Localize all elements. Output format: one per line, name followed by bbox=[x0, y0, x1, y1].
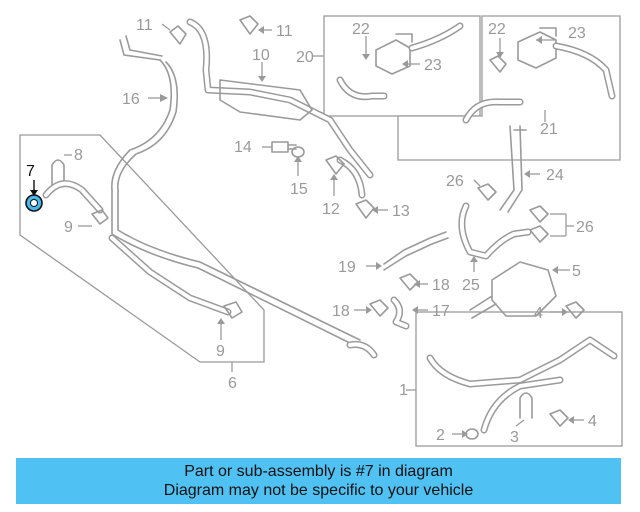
clip-part-12 bbox=[325, 155, 345, 175]
clip-part-18a bbox=[399, 273, 419, 291]
callout-11-left: 11 bbox=[136, 17, 153, 34]
callout-11-right: 11 bbox=[276, 23, 293, 40]
clip-part-4b bbox=[549, 409, 569, 427]
callout-25: 25 bbox=[462, 277, 480, 294]
clip-part-18b bbox=[369, 299, 389, 317]
callout-17: 17 bbox=[432, 303, 450, 320]
callout-23-right: 23 bbox=[568, 25, 586, 42]
callout-9-lower: 9 bbox=[216, 343, 225, 360]
leader-7 bbox=[30, 180, 38, 196]
callout-23-left: 23 bbox=[424, 57, 442, 74]
callout-3: 3 bbox=[510, 429, 519, 446]
clip-part-3 bbox=[519, 392, 533, 419]
callout-12: 12 bbox=[322, 201, 340, 218]
valve-part-20 bbox=[375, 33, 413, 75]
valve-part-21 bbox=[517, 27, 557, 69]
clip-part-11b bbox=[239, 15, 259, 35]
callout-18-lower: 18 bbox=[332, 303, 350, 320]
clip-part-8 bbox=[51, 159, 65, 186]
callout-19: 19 bbox=[338, 259, 356, 276]
callout-14: 14 bbox=[234, 139, 252, 156]
callout-20: 20 bbox=[296, 49, 314, 66]
clip-part-22b bbox=[489, 55, 507, 73]
callout-7: 7 bbox=[26, 163, 35, 180]
banner-line-2: Diagram may not be specific to your vehi… bbox=[163, 482, 474, 499]
callout-13: 13 bbox=[392, 203, 410, 220]
callout-4-upper: 4 bbox=[534, 305, 543, 322]
callout-5: 5 bbox=[572, 263, 581, 280]
clamp-part-9a bbox=[91, 209, 109, 225]
pipe-part-16 bbox=[111, 59, 179, 191]
pump-part-5 bbox=[469, 261, 557, 319]
o-ring-part-7[interactable] bbox=[25, 194, 43, 212]
callout-4-lower: 4 bbox=[588, 413, 597, 430]
clip-part-4a bbox=[565, 301, 585, 319]
callout-9-upper: 9 bbox=[64, 219, 73, 236]
callout-16: 16 bbox=[122, 91, 140, 108]
callout-10: 10 bbox=[252, 47, 270, 64]
callout-6: 6 bbox=[228, 375, 237, 392]
clip-part-26b bbox=[529, 205, 549, 243]
callout-8: 8 bbox=[74, 147, 83, 164]
callout-2: 2 bbox=[436, 427, 445, 444]
pipe-part-11-left bbox=[119, 35, 163, 61]
ring-part-15 bbox=[291, 146, 305, 158]
banner-line-1: Part or sub-assembly is #7 in diagram bbox=[184, 463, 453, 480]
callout-26-left: 26 bbox=[446, 173, 464, 190]
pipe-part-10-body bbox=[219, 79, 313, 121]
callout-22-right: 22 bbox=[488, 21, 506, 38]
pipe-part-24 bbox=[499, 125, 527, 213]
pipe-part-19 bbox=[383, 231, 449, 271]
callout-26-right: 26 bbox=[576, 219, 594, 236]
info-banner: Part or sub-assembly is #7 in diagram Di… bbox=[16, 458, 621, 504]
clamp-part-9b bbox=[223, 301, 243, 319]
callout-24: 24 bbox=[546, 167, 564, 184]
callout-15: 15 bbox=[290, 181, 308, 198]
clip-part-26a bbox=[477, 183, 497, 201]
pipe-part-16-long bbox=[111, 189, 361, 347]
bolt-part-14 bbox=[271, 141, 297, 153]
callout-18-upper: 18 bbox=[432, 277, 450, 294]
clip-part-13 bbox=[355, 199, 375, 219]
panel-group-21 bbox=[397, 15, 621, 161]
callout-22-left: 22 bbox=[352, 21, 370, 38]
callout-1: 1 bbox=[399, 382, 408, 399]
clip-part-11a bbox=[169, 25, 187, 45]
callout-21: 21 bbox=[540, 121, 558, 138]
panel-left-hose-group bbox=[19, 134, 265, 363]
